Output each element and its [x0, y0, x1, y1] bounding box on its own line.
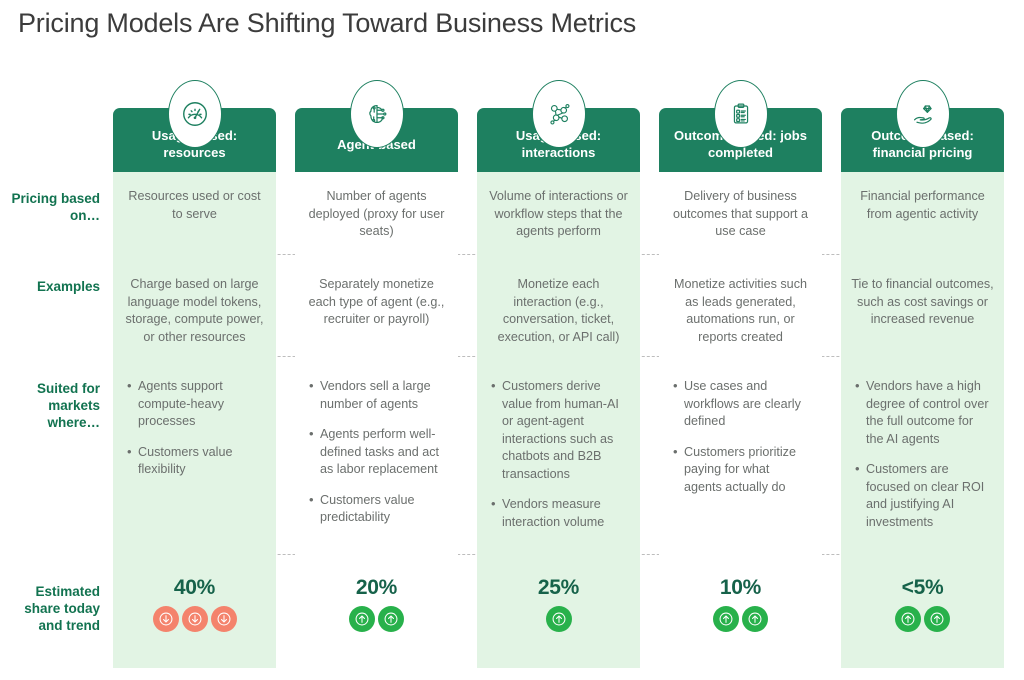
- share-percentage: 20%: [355, 576, 398, 599]
- trend-up-icon: [713, 606, 739, 632]
- row-label-examples: Examples: [36, 279, 100, 294]
- cell-estimated-share: 20%: [295, 576, 458, 632]
- cell-examples: Monetize each interaction (e.g., convers…: [497, 277, 620, 344]
- cell-pricing-based-on: Delivery of business outcomes that suppo…: [672, 189, 809, 238]
- trend-arrows: [305, 606, 448, 632]
- column-usage-based-resources: Usage-based: resources Resources used or…: [113, 68, 276, 668]
- cell-estimated-share: 40%: [113, 576, 276, 632]
- trend-arrows: [851, 606, 994, 632]
- list-item: Vendors sell a large number of agents: [309, 377, 446, 413]
- cell-estimated-share: 25%: [477, 576, 640, 632]
- trend-up-icon: [895, 606, 921, 632]
- row-label-estimated-share-today-and-trend: Estimated share today and trend: [24, 584, 100, 633]
- cell-pricing-based-on: Number of agents deployed (proxy for use…: [308, 189, 445, 238]
- gauge-icon: [167, 80, 222, 148]
- cell-estimated-share: <5%: [841, 576, 1004, 632]
- bullet-list: Vendors have a high degree of control ov…: [855, 377, 992, 531]
- trend-up-icon: [378, 606, 404, 632]
- cell-examples: Charge based on large language model tok…: [125, 277, 264, 344]
- list-item: Customers are focused on clear ROI and j…: [855, 460, 992, 531]
- cell-pricing-based-on: Resources used or cost to serve: [128, 189, 261, 221]
- list-item: Customers value predictability: [309, 491, 446, 527]
- cell-suited-for: Vendors sell a large number of agents Ag…: [295, 377, 458, 527]
- cell-suited-for: Vendors have a high degree of control ov…: [841, 377, 1004, 531]
- column-outcome-based-financial-pricing: Outcome-based: financial pricing Financi…: [841, 68, 1004, 668]
- cell-pricing-based-on: Financial performance from agentic activ…: [860, 189, 985, 221]
- column-agent-based: Agent-based Number of agents deployed (p…: [295, 68, 458, 668]
- list-item: Customers value flexibility: [127, 443, 264, 479]
- cell-examples: Separately monetize each type of agent (…: [308, 277, 445, 326]
- cell-suited-for: Agents support compute-heavy processes C…: [113, 377, 276, 479]
- list-item: Agents support compute-heavy processes: [127, 377, 264, 431]
- cell-examples: Monetize activities such as leads genera…: [674, 277, 807, 344]
- clipboard-checklist-icon: [713, 80, 768, 148]
- list-item: Use cases and workflows are clearly defi…: [673, 377, 810, 431]
- trend-down-icon: [210, 606, 237, 632]
- share-percentage: 10%: [719, 576, 762, 599]
- bullet-list: Vendors sell a large number of agents Ag…: [309, 377, 446, 527]
- trend-up-icon: [349, 606, 375, 632]
- trend-down-icon: [152, 606, 179, 632]
- bullet-list: Agents support compute-heavy processes C…: [127, 377, 264, 479]
- trend-arrows: [123, 606, 266, 632]
- cell-suited-for: Use cases and workflows are clearly defi…: [659, 377, 822, 497]
- hand-diamond-icon: [895, 80, 950, 148]
- row-label-pricing-based-on: Pricing based on…: [11, 191, 100, 223]
- share-percentage: 25%: [537, 576, 580, 599]
- list-item: Vendors measure interaction volume: [491, 495, 628, 531]
- cell-suited-for: Customers derive value from human-AI or …: [477, 377, 640, 531]
- column-usage-based-interactions: Usage-based: interactions Volume of inte…: [477, 68, 640, 668]
- page-title: Pricing Models Are Shifting Toward Busin…: [18, 8, 637, 38]
- cell-pricing-based-on: Volume of interactions or workflow steps…: [489, 189, 628, 238]
- trend-up-icon: [545, 606, 572, 632]
- pricing-models-table: Pricing based on… Examples Suited for ma…: [0, 68, 1024, 668]
- list-item: Customers prioritize paying for what age…: [673, 443, 810, 497]
- column-background: [295, 172, 458, 668]
- trend-down-icon: [181, 606, 208, 632]
- cell-estimated-share: 10%: [659, 576, 822, 632]
- list-item: Customers derive value from human-AI or …: [491, 377, 628, 483]
- bullet-list: Use cases and workflows are clearly defi…: [673, 377, 810, 497]
- list-item: Agents perform well-defined tasks and ac…: [309, 425, 446, 479]
- trend-arrows: [669, 606, 812, 632]
- row-label-gutter: Pricing based on… Examples Suited for ma…: [0, 68, 110, 668]
- column-outcome-based-jobs-completed: Outcome-based: jobs completed Delivery o…: [659, 68, 822, 668]
- trend-up-icon: [742, 606, 768, 632]
- list-item: Vendors have a high degree of control ov…: [855, 377, 992, 448]
- row-label-suited-for-markets-where: Suited for markets where…: [37, 381, 100, 430]
- trend-arrows: [487, 606, 630, 632]
- ai-brain-icon: [349, 80, 404, 148]
- network-nodes-icon: [531, 80, 586, 148]
- share-percentage: <5%: [901, 576, 944, 599]
- cell-examples: Tie to financial outcomes, such as cost …: [851, 277, 994, 326]
- bullet-list: Customers derive value from human-AI or …: [491, 377, 628, 531]
- share-percentage: 40%: [173, 576, 216, 599]
- trend-up-icon: [924, 606, 950, 632]
